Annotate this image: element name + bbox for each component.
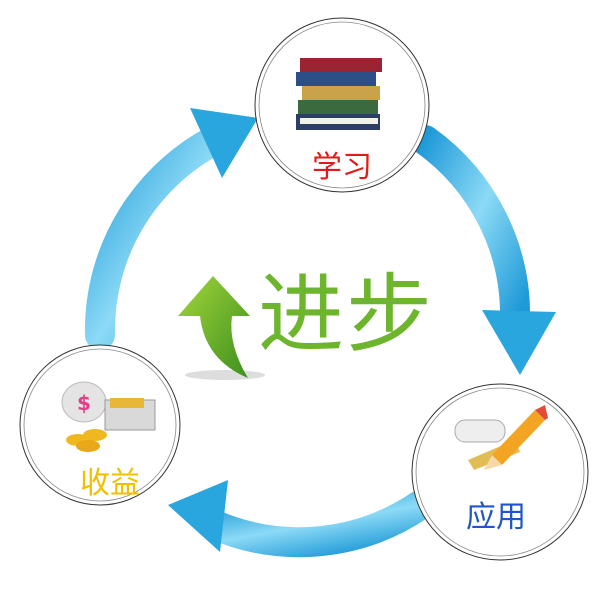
arrow-gain: [168, 480, 435, 558]
arrow-apply: [410, 125, 556, 375]
node-label-gain: 收益: [80, 466, 140, 501]
node-label-apply: 应用: [466, 500, 526, 535]
up-arrow-icon: [178, 276, 265, 380]
node-circle-gain: [19, 344, 181, 506]
arrow-learn: [84, 108, 258, 350]
pencil-ruler-icon: [454, 405, 548, 470]
svg-text:$: $: [77, 391, 91, 415]
progress-title: 进步: [258, 265, 434, 365]
money-bag-icon: $: [61, 381, 156, 452]
node-label-learn: 学习: [312, 150, 372, 185]
books-icon: [296, 58, 382, 130]
